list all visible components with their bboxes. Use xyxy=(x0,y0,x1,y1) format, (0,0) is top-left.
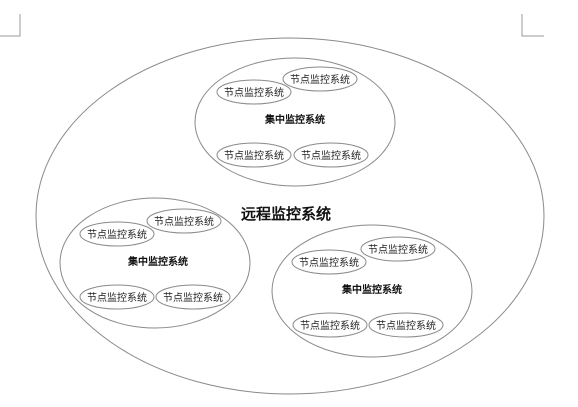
node-ellipse xyxy=(216,142,292,168)
node-label: 节点监控系统 xyxy=(299,256,359,269)
node-ellipse xyxy=(155,284,231,310)
node-ellipse xyxy=(291,249,367,275)
central-group-right: 节点监控系统 节点监控系统 集中监控系统 节点监控系统 节点监控系统 xyxy=(271,224,473,358)
node-label: 节点监控系统 xyxy=(290,73,350,86)
central-group-ellipse xyxy=(271,224,473,358)
node-ellipse xyxy=(216,79,292,105)
node-ellipse xyxy=(146,208,222,234)
crop-mark-top-left xyxy=(0,14,21,37)
central-group-label: 集中监控系统 xyxy=(264,113,325,126)
node-ellipse xyxy=(360,236,436,262)
node-ellipse xyxy=(293,142,369,168)
crop-mark-top-right xyxy=(521,14,544,37)
node-label: 节点监控系统 xyxy=(163,291,223,304)
node-ellipse xyxy=(292,312,368,338)
node-label: 节点监控系统 xyxy=(301,149,361,162)
node-ellipse xyxy=(79,284,155,310)
node-label: 节点监控系统 xyxy=(376,319,436,332)
remote-system-label: 远程监控系统 xyxy=(241,205,331,223)
node-ellipse xyxy=(368,312,444,338)
central-group-label: 集中监控系统 xyxy=(341,283,402,296)
node-label: 节点监控系统 xyxy=(224,86,284,99)
central-group-ellipse xyxy=(194,57,396,187)
node-ellipse xyxy=(79,221,155,247)
node-ellipse xyxy=(282,66,358,92)
node-label: 节点监控系统 xyxy=(224,149,284,162)
central-group-left: 节点监控系统 节点监控系统 集中监控系统 节点监控系统 节点监控系统 xyxy=(59,197,251,329)
node-label: 节点监控系统 xyxy=(154,215,214,228)
node-label: 节点监控系统 xyxy=(87,228,147,241)
central-group-label: 集中监控系统 xyxy=(127,255,188,268)
central-group-ellipse xyxy=(59,197,251,329)
node-label: 节点监控系统 xyxy=(87,291,147,304)
central-group-top: 节点监控系统 节点监控系统 集中监控系统 节点监控系统 节点监控系统 xyxy=(194,57,396,187)
node-label: 节点监控系统 xyxy=(368,243,428,256)
remote-system-ellipse xyxy=(35,37,545,395)
node-label: 节点监控系统 xyxy=(300,319,360,332)
